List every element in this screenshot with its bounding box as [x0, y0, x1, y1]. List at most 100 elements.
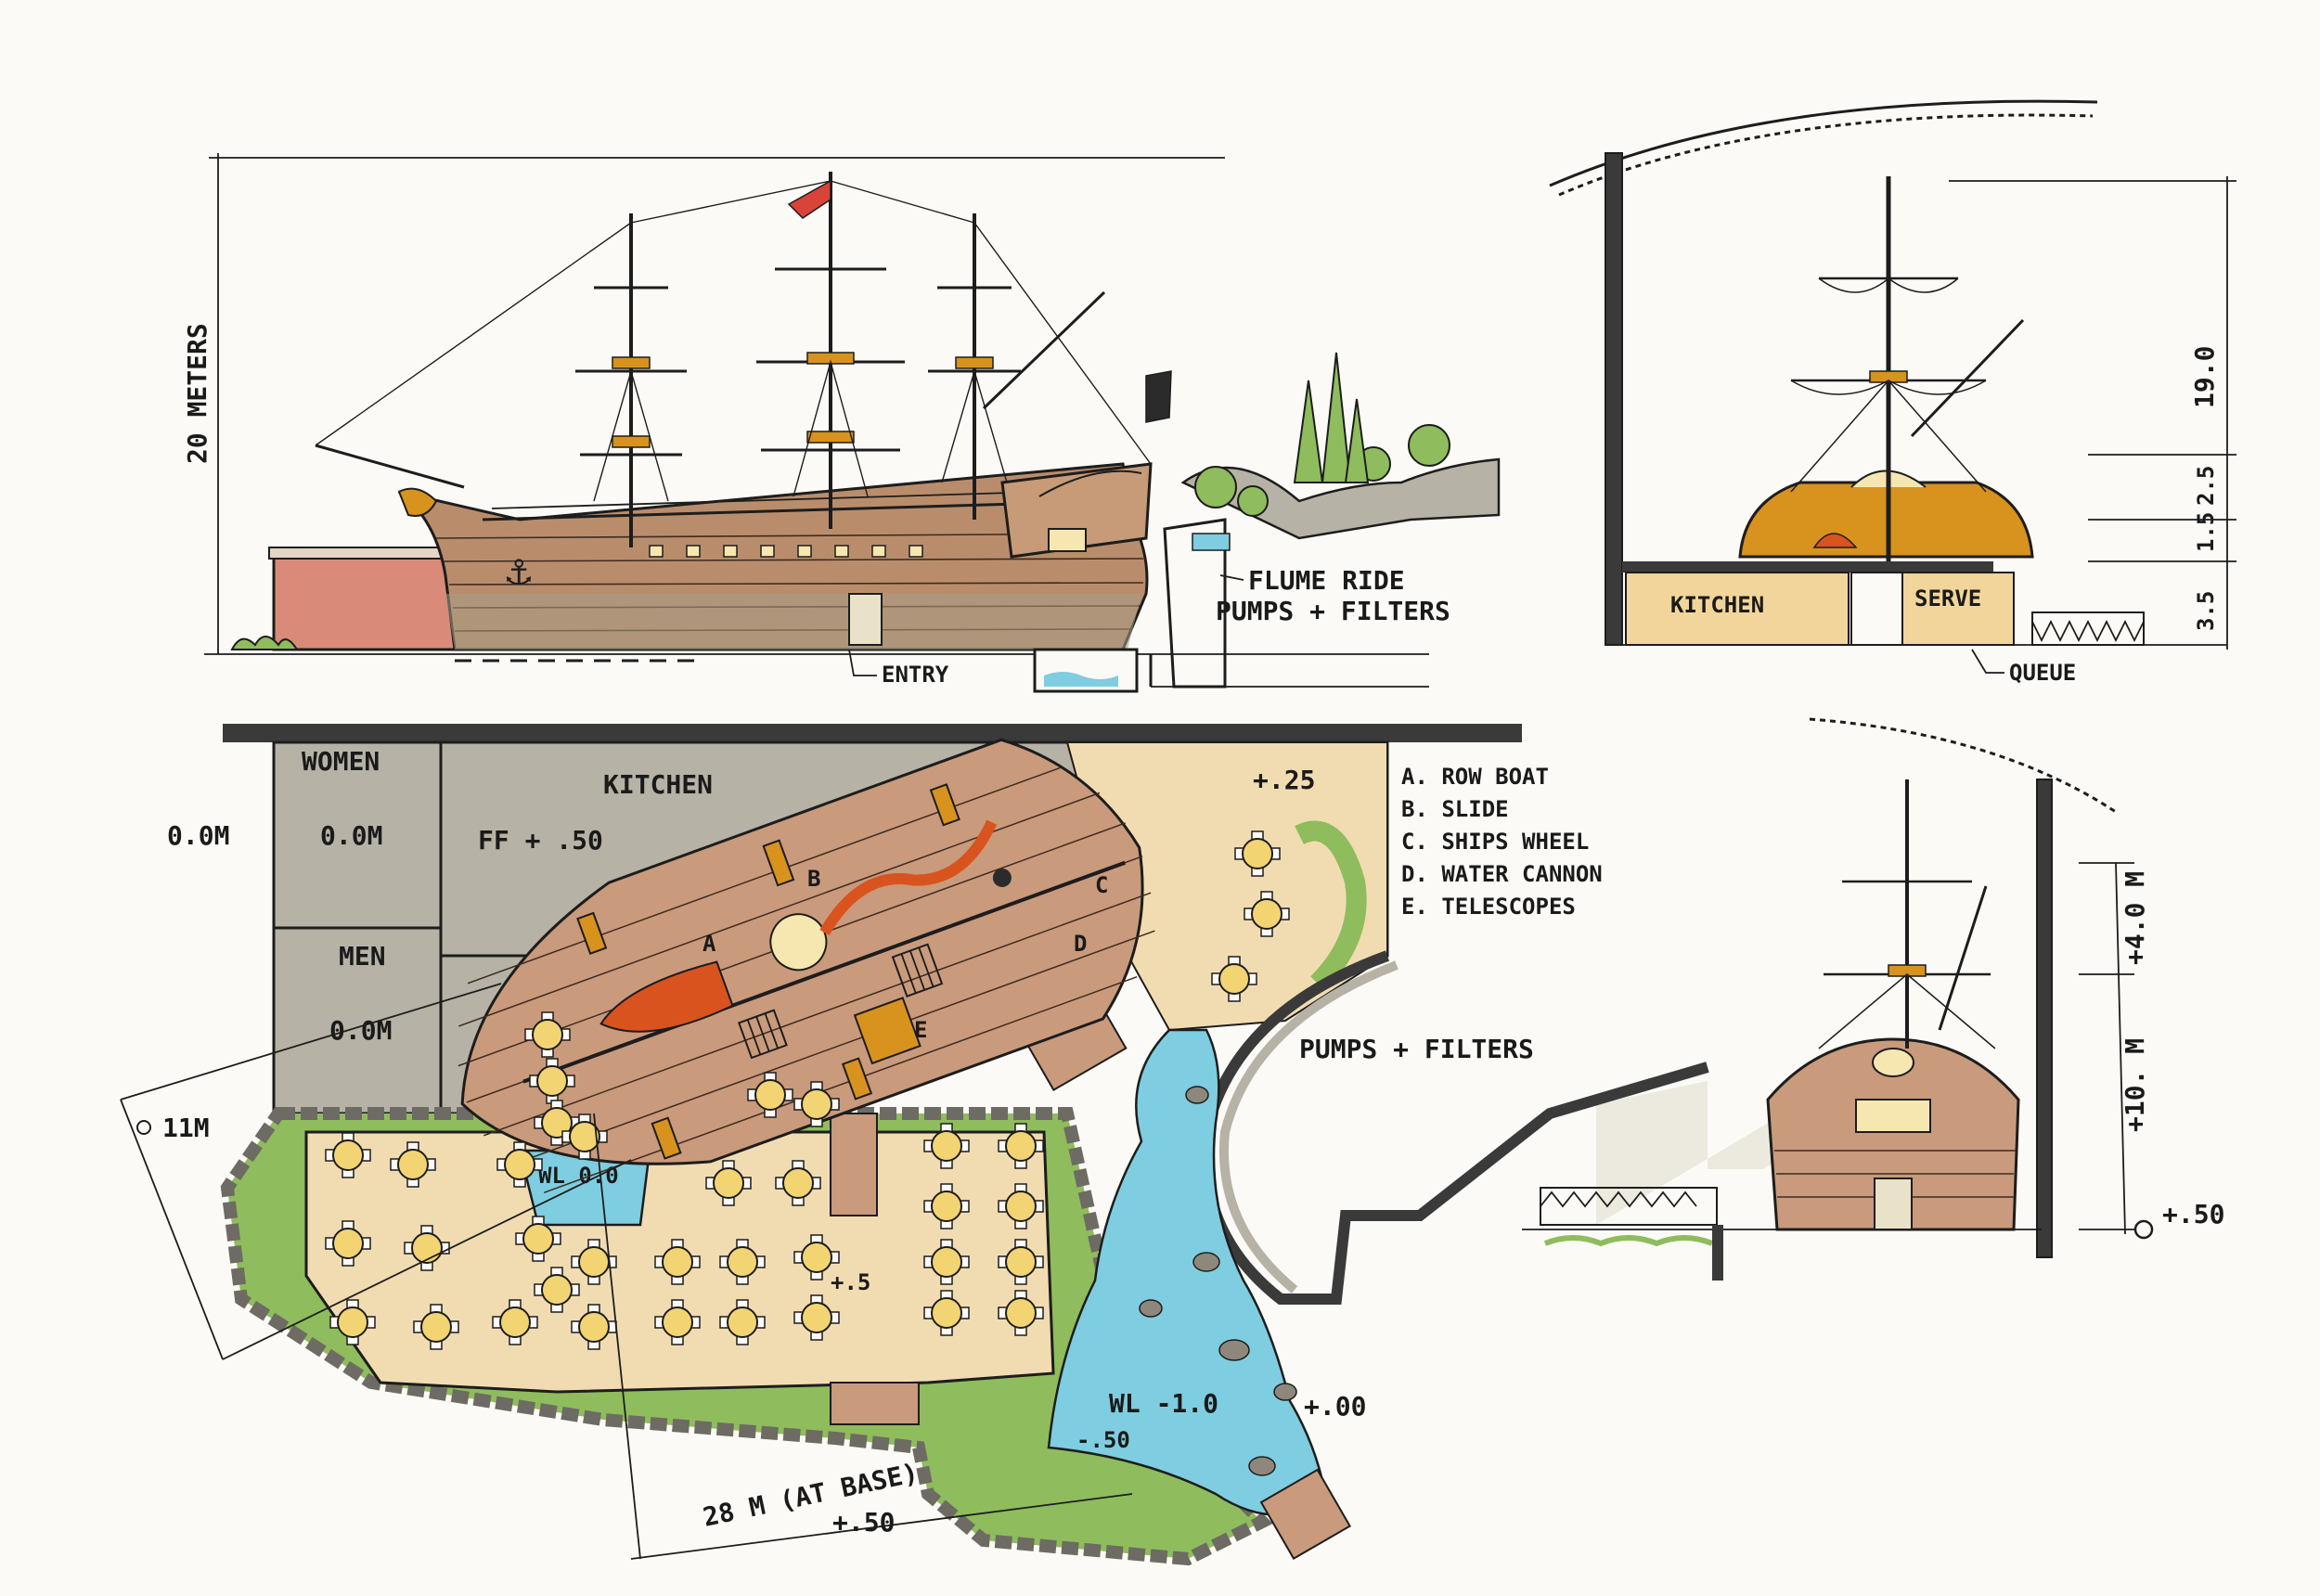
end-section: KITCHEN SERVE QUEUE 19.0 2.5 1.5 3.5 [1549, 99, 2236, 686]
table-top [931, 1297, 962, 1329]
patio-table [571, 1304, 617, 1350]
table-top [801, 1242, 832, 1273]
serve-section [1901, 572, 2015, 646]
patio-table [923, 1123, 970, 1169]
kitchen-section [1625, 572, 1850, 646]
patio-table [923, 1183, 970, 1229]
table-top [931, 1246, 962, 1278]
table-top [411, 1232, 443, 1264]
table-top [801, 1302, 832, 1333]
legend-item-b: B. SLIDE [1401, 796, 1509, 822]
patio-table [923, 1290, 970, 1336]
table-top [397, 1149, 429, 1180]
marker-d: D [1074, 931, 1087, 957]
table-top [332, 1139, 364, 1171]
patio-table [1244, 891, 1290, 937]
legend-item-a: A. ROW BOAT [1401, 764, 1549, 790]
table-top [332, 1228, 364, 1259]
table-top [504, 1149, 535, 1180]
patio-table [793, 1234, 840, 1281]
stern-dim-base: +.50 [2162, 1199, 2224, 1229]
table-top [931, 1191, 962, 1222]
women-level: 0.0M [320, 820, 382, 851]
patio-table [329, 1299, 376, 1345]
deck-markers: A B C D E [702, 866, 1108, 1043]
queue-label: QUEUE [2009, 660, 2076, 686]
dim-2-5: 2.5 [2193, 466, 2219, 506]
table-top [536, 1065, 568, 1097]
back-building [272, 555, 461, 651]
plan-kitchen-label: KITCHEN [603, 769, 713, 800]
patio-tables [325, 830, 1290, 1350]
table-top [662, 1246, 693, 1278]
stern-dim-10m: +10. M [2120, 1038, 2150, 1132]
patio-table [747, 1072, 793, 1118]
patio-table [719, 1299, 766, 1345]
patio-table [524, 1011, 571, 1058]
patio-table [775, 1160, 821, 1206]
table-top [1251, 898, 1282, 930]
marker-a: A [702, 931, 716, 957]
table-top [1242, 838, 1273, 869]
section-serve-label: SERVE [1914, 586, 1981, 611]
patio-level: +.5 [831, 1269, 870, 1295]
patio-table [998, 1239, 1044, 1285]
patio-table [998, 1183, 1044, 1229]
women-label: WOMEN [302, 746, 380, 777]
table-top [1218, 963, 1250, 995]
anchor-icon: ⚓ [506, 545, 532, 595]
patio-table [515, 1216, 561, 1262]
patio-table [413, 1304, 459, 1350]
patio-table [998, 1123, 1044, 1169]
wl-pool-label: WL 0.0 [538, 1163, 619, 1189]
table-top [713, 1167, 744, 1199]
ship-deck-plan [458, 738, 1155, 1193]
level-marker-icon [2133, 1219, 2154, 1240]
patio-table [1211, 956, 1257, 1002]
table-top [522, 1223, 554, 1255]
entry-label: ENTRY [882, 662, 949, 688]
width-dim: 11M [162, 1113, 210, 1143]
table-top [727, 1306, 758, 1338]
dim-1-5: 1.5 [2193, 512, 2219, 552]
kitchen-ff: FF + .50 [478, 825, 603, 856]
dim-19: 19.0 [2189, 346, 2220, 408]
slide-chute [819, 819, 998, 936]
patio-table [654, 1239, 701, 1285]
table-top [662, 1306, 693, 1338]
landscape-mound [1180, 457, 1501, 540]
ground-level: +.00 [1304, 1391, 1366, 1422]
patio-table [1234, 830, 1281, 877]
marker-b: B [807, 866, 820, 892]
deck-level: +.25 [1253, 765, 1315, 795]
entry-door [848, 593, 883, 646]
patio-table [534, 1267, 580, 1313]
table-top [541, 1274, 573, 1306]
base-level: +.50 [832, 1507, 895, 1538]
men-label: MEN [339, 941, 386, 972]
patio-table [325, 1220, 371, 1267]
patio-table [705, 1160, 752, 1206]
table-top [499, 1306, 531, 1338]
marker-e: E [914, 1017, 927, 1043]
stern-dim-4m: +4.0 M [2120, 871, 2150, 965]
legend: A. ROW BOAT B. SLIDE C. SHIPS WHEEL D. W… [1401, 764, 1603, 920]
table-top [931, 1130, 962, 1162]
stern-elevation: +4.0 M +10. M +.50 [1522, 717, 2224, 1281]
pirate-flag [1145, 370, 1172, 423]
plan-pumps-label: PUMPS + FILTERS [1299, 1034, 1534, 1064]
height-label: 20 METERS [182, 323, 213, 464]
legend-item-c: C. SHIPS WHEEL [1401, 829, 1589, 855]
plan-view: WOMEN 0.0M MEN 0.0M 0.0M KITCHEN FF + .5… [120, 724, 1709, 1566]
outside-level: 0.0M [167, 820, 229, 851]
table-top [1005, 1246, 1037, 1278]
patio-table [492, 1299, 538, 1345]
pond-edge-level: -.50 [1076, 1427, 1130, 1453]
table-top [1005, 1297, 1037, 1329]
patio-table [496, 1141, 543, 1188]
table-top [569, 1121, 600, 1152]
table-top [420, 1311, 452, 1343]
patio-table [390, 1141, 436, 1188]
legend-item-d: D. WATER CANNON [1401, 861, 1603, 887]
